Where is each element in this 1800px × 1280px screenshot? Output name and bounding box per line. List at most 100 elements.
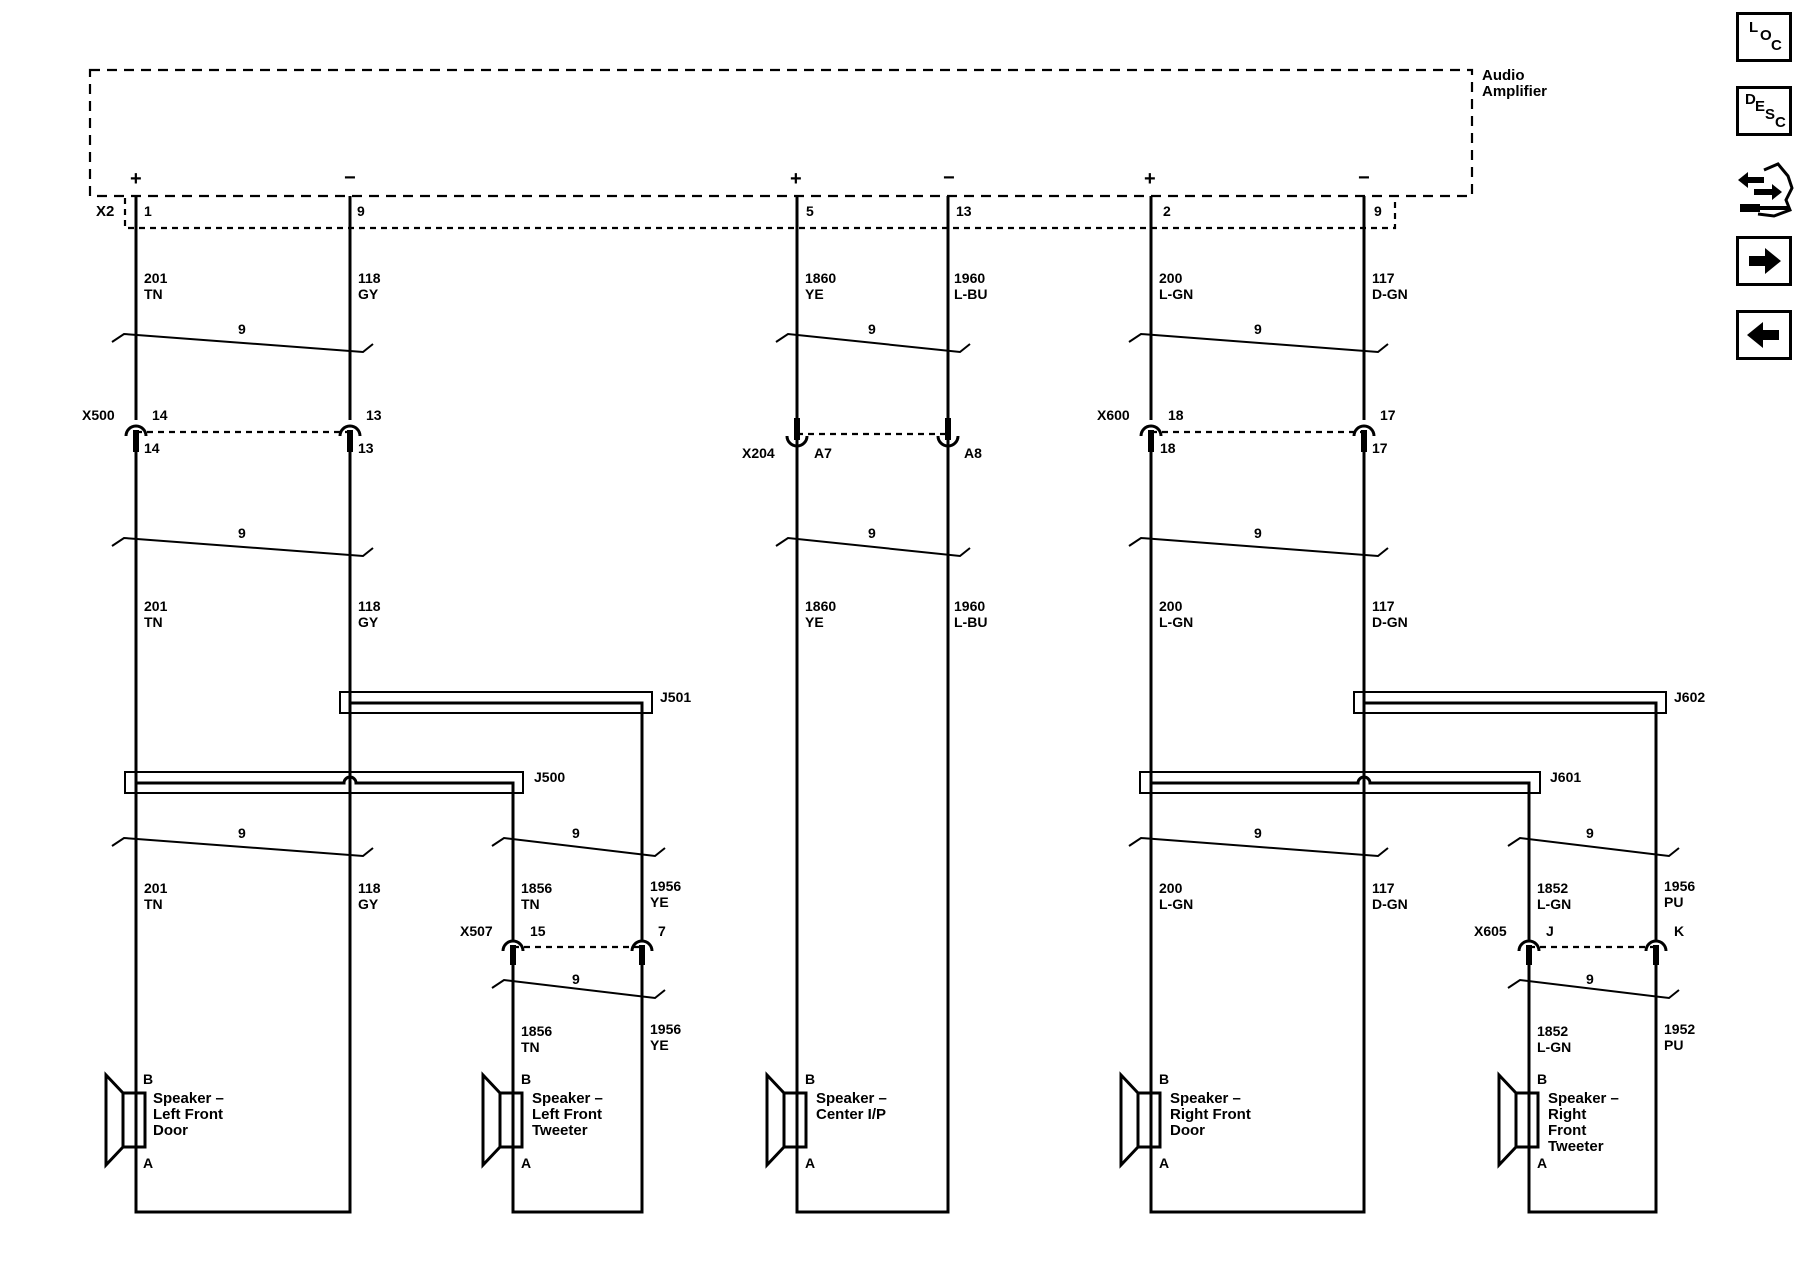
connector-x204[interactable]: X204 A7 A8 xyxy=(742,418,982,461)
svg-text:1952: 1952 xyxy=(1664,1021,1695,1037)
amplifier-label-1: Audio xyxy=(1482,67,1525,84)
connector-label: X507 xyxy=(460,923,493,939)
svg-text:J: J xyxy=(1546,923,1554,939)
svg-text:GY: GY xyxy=(358,896,379,912)
svg-text:TN: TN xyxy=(144,286,163,302)
svg-text:7: 7 xyxy=(658,923,666,939)
svg-text:B: B xyxy=(805,1071,815,1087)
svg-text:Right: Right xyxy=(1548,1106,1586,1123)
speaker-left-front-tweeter[interactable]: B A Speaker – Left Front Tweeter xyxy=(481,1071,603,1171)
svg-text:TN: TN xyxy=(521,896,540,912)
svg-text:117: 117 xyxy=(1372,880,1395,896)
svg-text:A: A xyxy=(1159,1155,1169,1171)
svg-text:D-GN: D-GN xyxy=(1372,614,1408,630)
arrow-left-icon xyxy=(1747,322,1779,348)
polarity-marks: + − + − + − xyxy=(130,167,1370,190)
svg-text:17: 17 xyxy=(1372,440,1388,456)
svg-text:200: 200 xyxy=(1159,270,1183,286)
svg-text:9: 9 xyxy=(572,971,580,987)
connector-end-view-icon xyxy=(1738,162,1794,218)
svg-text:Front: Front xyxy=(1548,1122,1586,1139)
svg-text:GY: GY xyxy=(358,286,379,302)
svg-text:TN: TN xyxy=(144,614,163,630)
connector-end-view-button[interactable] xyxy=(1734,156,1796,222)
connector-x507[interactable]: X507 15 7 xyxy=(460,923,666,965)
svg-text:YE: YE xyxy=(805,614,824,630)
svg-text:YE: YE xyxy=(650,1037,669,1053)
amplifier-label-2: Amplifier xyxy=(1482,83,1547,100)
speaker-right-front-tweeter[interactable]: B A Speaker – Right Front Tweeter xyxy=(1497,1071,1619,1171)
connector-x605[interactable]: X605 J K xyxy=(1474,923,1684,965)
svg-text:A7: A7 xyxy=(814,445,832,461)
svg-text:D-GN: D-GN xyxy=(1372,896,1408,912)
splice-j500[interactable]: J500 xyxy=(124,769,565,794)
svg-text:1852: 1852 xyxy=(1537,880,1568,896)
svg-text:L: L xyxy=(1749,19,1758,36)
svg-text:18: 18 xyxy=(1168,407,1184,423)
svg-text:K: K xyxy=(1674,923,1684,939)
svg-text:Door: Door xyxy=(1170,1122,1205,1139)
svg-text:Speaker –: Speaker – xyxy=(532,1090,603,1107)
svg-text:201: 201 xyxy=(144,598,168,614)
svg-text:S: S xyxy=(1765,106,1775,123)
svg-text:O: O xyxy=(1760,27,1772,44)
connector-x500[interactable]: X500 14 13 14 13 xyxy=(82,407,382,456)
svg-text:Left Front: Left Front xyxy=(153,1106,223,1123)
svg-text:118: 118 xyxy=(358,598,381,614)
plus-sign: + xyxy=(1144,168,1156,190)
svg-text:118: 118 xyxy=(358,880,381,896)
svg-text:1856: 1856 xyxy=(521,880,552,896)
connector-label: X600 xyxy=(1097,407,1130,423)
svg-text:Right Front: Right Front xyxy=(1170,1106,1251,1123)
next-button[interactable] xyxy=(1736,236,1792,286)
svg-text:YE: YE xyxy=(650,894,669,910)
speaker-left-front-door[interactable]: B A Speaker – Left Front Door xyxy=(104,1071,224,1171)
splice-label: J501 xyxy=(660,689,691,705)
loc-button[interactable]: L O C xyxy=(1736,12,1792,62)
svg-text:L-GN: L-GN xyxy=(1537,1039,1571,1055)
audio-amplifier[interactable]: Audio Amplifier X2 xyxy=(88,67,1547,230)
previous-button[interactable] xyxy=(1736,310,1792,360)
svg-text:Speaker –: Speaker – xyxy=(816,1090,887,1107)
svg-text:D-GN: D-GN xyxy=(1372,286,1408,302)
svg-text:1960: 1960 xyxy=(954,270,985,286)
svg-text:L-GN: L-GN xyxy=(1537,896,1571,912)
twisted-pair-markers: 9 9 9 9 9 9 9 9 9 9 9 9 xyxy=(111,321,1680,1000)
splice-j602[interactable]: J602 xyxy=(1353,689,1705,714)
desc-button[interactable]: D E S C xyxy=(1736,86,1792,136)
svg-text:9: 9 xyxy=(238,825,246,841)
svg-text:15: 15 xyxy=(530,923,546,939)
svg-text:YE: YE xyxy=(805,286,824,302)
svg-text:13: 13 xyxy=(366,407,382,423)
splice-j501[interactable]: J501 xyxy=(339,689,691,714)
connector-x600[interactable]: X600 18 17 18 17 xyxy=(1097,407,1396,456)
svg-text:B: B xyxy=(521,1071,531,1087)
svg-text:A: A xyxy=(143,1155,153,1171)
svg-text:B: B xyxy=(143,1071,153,1087)
svg-text:9: 9 xyxy=(238,321,246,337)
speaker-right-front-door[interactable]: B A Speaker – Right Front Door xyxy=(1119,1071,1251,1171)
splice-j601[interactable]: J601 xyxy=(1139,769,1581,794)
svg-text:A: A xyxy=(1537,1155,1547,1171)
connector-label: X500 xyxy=(82,407,115,423)
svg-text:1: 1 xyxy=(144,203,152,219)
svg-text:C: C xyxy=(1775,114,1786,131)
svg-text:9: 9 xyxy=(868,525,876,541)
svg-text:PU: PU xyxy=(1664,894,1683,910)
minus-sign: − xyxy=(344,167,356,189)
svg-text:14: 14 xyxy=(144,440,160,456)
svg-text:Center I/P: Center I/P xyxy=(816,1106,886,1123)
speaker-center-ip[interactable]: B A Speaker – Center I/P xyxy=(765,1071,887,1171)
connector-label: X204 xyxy=(742,445,775,461)
amplifier-pins: 1 9 5 13 2 9 xyxy=(144,203,1382,219)
svg-text:9: 9 xyxy=(572,825,580,841)
svg-text:1956: 1956 xyxy=(650,1021,681,1037)
svg-text:9: 9 xyxy=(1254,321,1262,337)
wiring-schematic: Audio Amplifier X2 + − + − + − 1 9 5 13 … xyxy=(82,67,1705,1214)
svg-text:A8: A8 xyxy=(964,445,982,461)
svg-text:Speaker –: Speaker – xyxy=(1170,1090,1241,1107)
svg-text:118: 118 xyxy=(358,270,381,286)
arrow-right-icon xyxy=(1749,248,1781,274)
svg-text:9: 9 xyxy=(1374,203,1382,219)
svg-text:L-BU: L-BU xyxy=(954,614,987,630)
